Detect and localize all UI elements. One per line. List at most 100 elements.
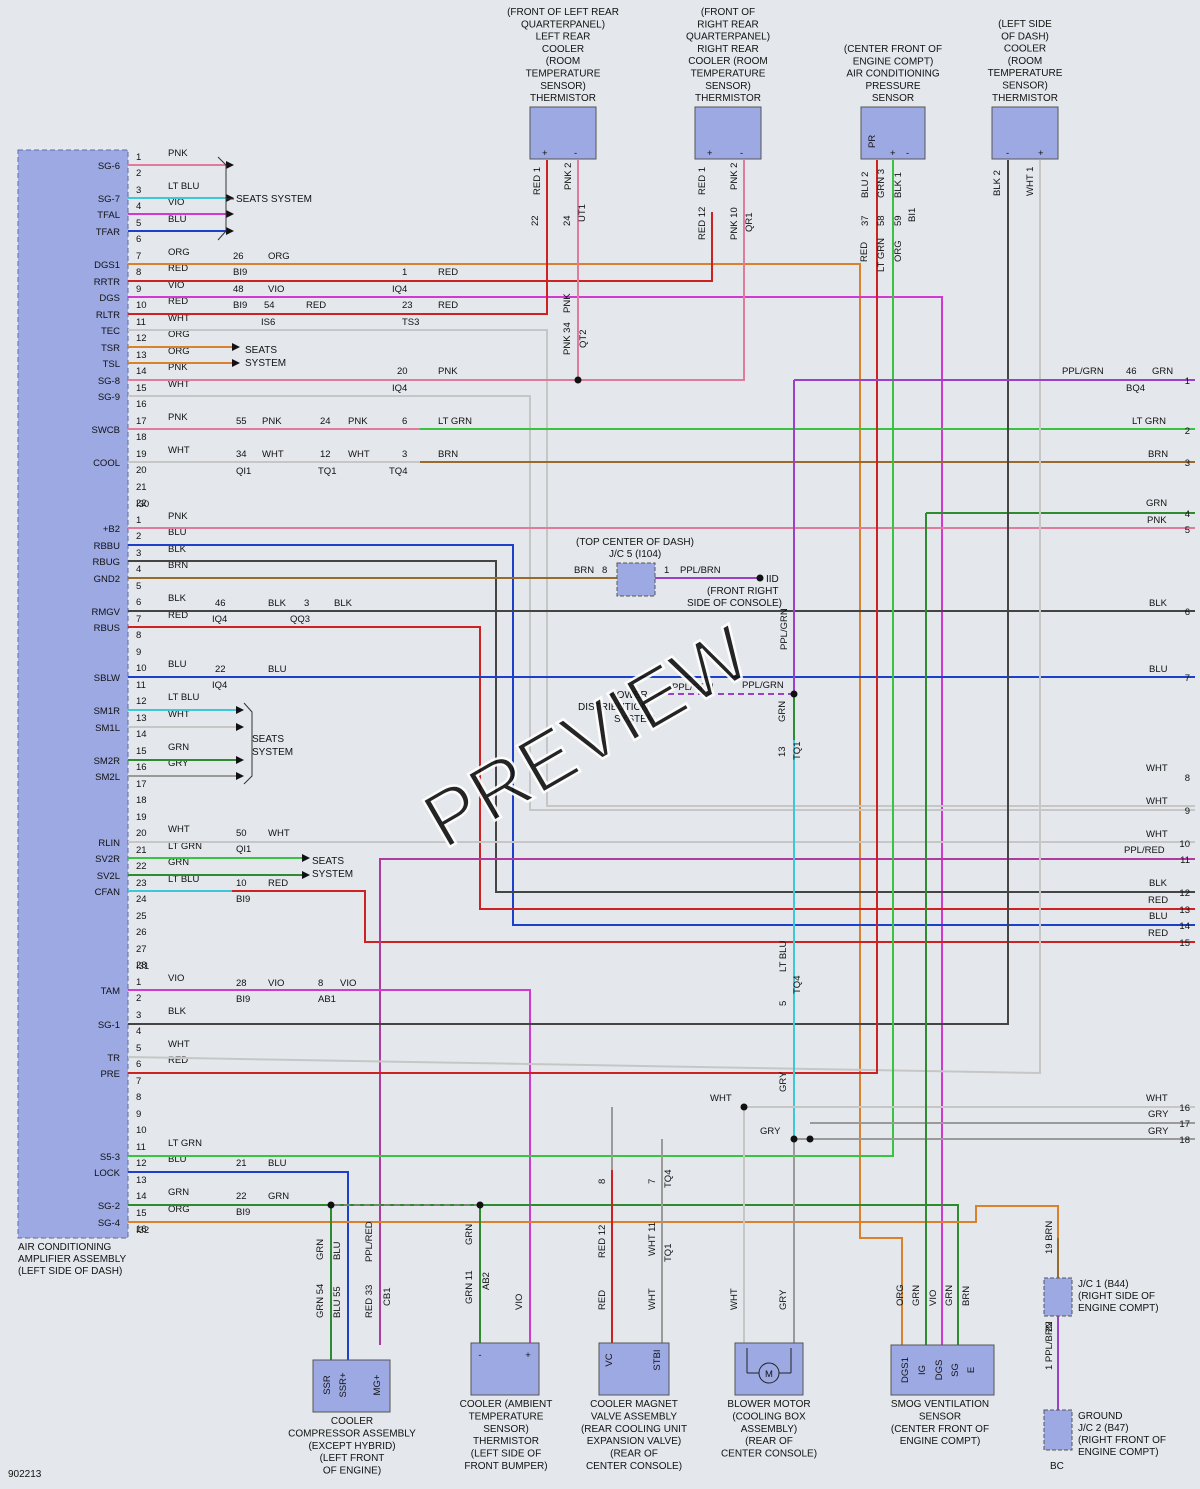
- vcallout-11: PNK 34: [562, 322, 573, 355]
- bottom-amb-pin-1: +: [525, 1350, 531, 1361]
- smog-ventilation-sensor: [890, 1344, 995, 1396]
- vcallout-22: LT GRN: [876, 238, 887, 272]
- callout-27: 12: [320, 449, 331, 460]
- amp-terminal-23: SM1L: [95, 723, 120, 734]
- top-ld-line-1: OF DASH): [1001, 31, 1049, 42]
- vcallout-3: 24: [562, 215, 573, 226]
- top-lr-line-1: QUARTERPANEL): [521, 19, 605, 30]
- vcallout-38: WHT 11: [647, 1222, 658, 1256]
- amp-pin-20: 21: [136, 482, 147, 493]
- amp-pin-9: 10: [136, 300, 147, 311]
- vcallout-7: RED 12: [697, 207, 708, 240]
- amp-terminal-34: S5-3: [100, 1152, 120, 1163]
- callout-28: WHT: [348, 449, 370, 460]
- bottom-smog-line-3: ENGINE COMPT): [900, 1436, 981, 1447]
- seats-system-3: SEATS SYSTEM: [243, 702, 293, 785]
- amp-wire-color-36: GRN: [168, 1187, 189, 1198]
- wire-35: [232, 890, 1195, 943]
- amp-wire-color-19: BLK: [168, 593, 187, 604]
- arrow-5: [232, 359, 240, 367]
- splice-3: [790, 1135, 798, 1143]
- callout-40: BLU: [268, 664, 287, 675]
- amp-pin-29: 8: [136, 630, 141, 641]
- right-edge-5: 5: [1185, 525, 1190, 536]
- amp-wire-color-30: VIO: [168, 973, 184, 984]
- system-label-2: SYSTEM: [245, 358, 286, 369]
- wire-40: [128, 160, 878, 1074]
- bottom-blw-line-0: BLOWER MOTOR: [727, 1399, 810, 1410]
- callout-77: BLK: [1149, 878, 1168, 889]
- amp-pin-19: 20: [136, 465, 147, 476]
- amp-terminal-27: SV2R: [95, 854, 120, 865]
- top-ps-line-0: (CENTER FRONT OF: [844, 44, 942, 55]
- callout-5: IQ4: [392, 284, 407, 295]
- amp-wire-color-23: WHT: [168, 709, 190, 720]
- amp-pin-61: 12: [136, 1158, 147, 1169]
- seats-system-label-1: SEATS SYSTEM: [236, 194, 312, 205]
- bottom-mag-line-2: (REAR COOLING UNIT: [581, 1424, 687, 1435]
- amp-pin-57: 8: [136, 1092, 141, 1103]
- callout-62: PPL/BRN: [680, 565, 721, 576]
- vcallout-20: BI1: [907, 208, 918, 222]
- callout-16: PNK: [438, 366, 458, 377]
- jc2-loc1: (RIGHT FRONT OF: [1078, 1435, 1166, 1446]
- arrow-3: [226, 227, 234, 235]
- amp-wire-color-26: WHT: [168, 824, 190, 835]
- bottom-amb-line-1: TEMPERATURE: [469, 1411, 544, 1422]
- amp-pin-numbers: 1234567891011121314151617181920212212345…: [136, 152, 147, 1235]
- bottom-amb-line-4: (LEFT SIDE OF: [471, 1449, 541, 1460]
- right-edge-2: 2: [1185, 426, 1190, 437]
- right-edge-16: 16: [1179, 1103, 1190, 1114]
- amp-wire-color-22: LT BLU: [168, 692, 199, 703]
- ground-jc2: GROUND J/C 2 (B47) (RIGHT FRONT OF ENGIN…: [1043, 1409, 1166, 1472]
- bottom-amb-line-2: SENSOR): [483, 1424, 529, 1435]
- bottom-blw-line-3: (REAR OF: [745, 1436, 793, 1447]
- amp-wire-color-15: PNK: [168, 511, 188, 522]
- amp-pin-65: 16: [136, 1224, 147, 1235]
- callout-42: 50: [236, 828, 247, 839]
- vcallout-31: 5: [778, 1001, 789, 1006]
- amp-wire-color-37: ORG: [168, 1204, 190, 1215]
- top-ps-line-2: AIR CONDITIONING: [846, 69, 940, 80]
- jc1-loc1: (RIGHT SIDE OF: [1078, 1291, 1155, 1302]
- bottom-comp-line-0: COOLER: [331, 1416, 373, 1427]
- amp-wire-color-28: GRN: [168, 857, 189, 868]
- amp-terminal-36: SG-2: [98, 1201, 120, 1212]
- amp-pin-30: 9: [136, 647, 141, 658]
- callout-87: PPL/GRN: [672, 682, 714, 693]
- iid-label: IID: [766, 574, 779, 585]
- wire-44: [128, 1205, 1059, 1278]
- callout-41: IQ4: [212, 680, 227, 691]
- power-distribution-system: POWER DISTRIBUTION SYSTEM: [578, 690, 655, 725]
- amp-pin-34: 13: [136, 713, 147, 724]
- svg-text:-: -: [906, 148, 909, 159]
- callout-53: AB1: [318, 994, 336, 1005]
- right-edge-4: 4: [1185, 509, 1190, 520]
- amp-pin-45: 24: [136, 894, 147, 905]
- jc1-loc2: ENGINE COMPT): [1078, 1303, 1159, 1314]
- wire-36: [379, 858, 1195, 1345]
- amp-pin-40: 19: [136, 812, 147, 823]
- amp-wire-color-16: BLU: [168, 527, 187, 538]
- amp-terminal-5: RRTR: [94, 277, 120, 288]
- callout-78: RED: [1148, 895, 1168, 906]
- wire-21: [128, 560, 1195, 893]
- vcallout-62: 1 PPL/BRN: [1044, 1321, 1055, 1370]
- callout-85: GRY: [760, 1126, 781, 1137]
- bottom-comp-line-1: COMPRESSOR ASSEMBLY: [288, 1428, 416, 1439]
- splice-5: [327, 1201, 335, 1209]
- vcallout-44: BLU 55: [332, 1286, 343, 1318]
- bottom-smog-pin-2: DGS: [934, 1360, 945, 1381]
- amp-wire-color-29: LT BLU: [168, 874, 199, 885]
- callout-0: ORG: [268, 251, 290, 262]
- vcallout-26: PPL/GRN: [779, 608, 790, 650]
- bottom-amb-line-0: COOLER (AMBIENT: [460, 1399, 553, 1410]
- vcallout-0: RED 1: [532, 167, 543, 195]
- top-rr-line-2: QUARTERPANEL): [686, 32, 770, 43]
- bottom-mag-line-4: (REAR OF: [610, 1449, 658, 1460]
- svg-text:+: +: [890, 148, 896, 159]
- seats-label-2: SEATS: [245, 345, 277, 356]
